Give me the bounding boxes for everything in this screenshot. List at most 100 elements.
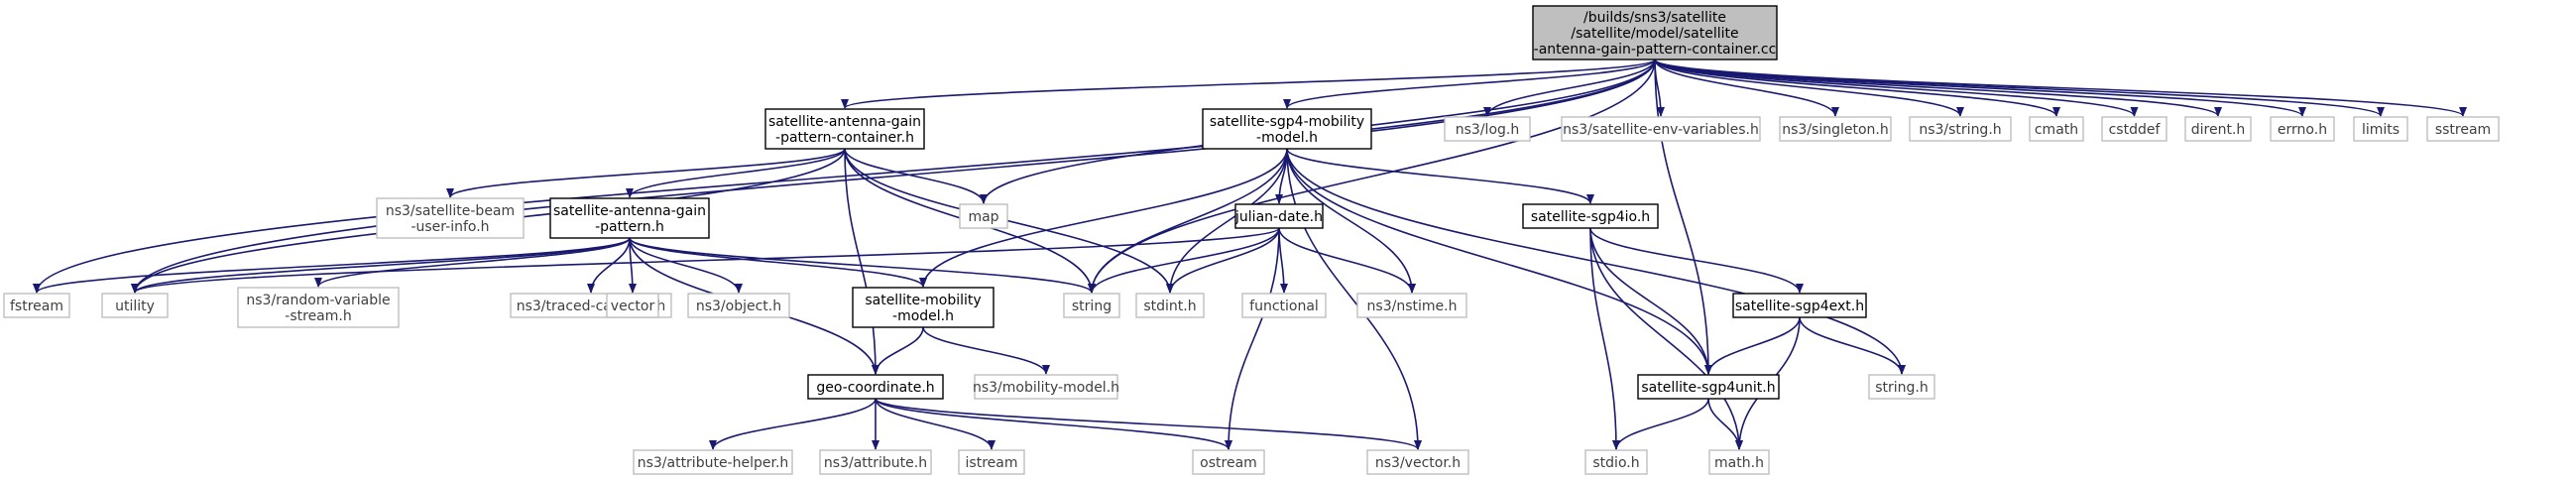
edge-root-to-log: [1483, 59, 1656, 117]
node-geo-box: [807, 374, 944, 400]
node-root-label-line: -antenna-gain-pattern-container.cc: [1534, 42, 1777, 58]
node-functional-box: [1241, 293, 1327, 318]
node-geo-label-line: geo-coordinate.h: [816, 380, 934, 396]
node-istream-label-line: istream: [966, 455, 1018, 471]
node-nstime: ns3/nstime.h: [1356, 293, 1467, 318]
edge-sgp4io-to-sgp4unit: [1589, 227, 1712, 375]
node-stdio-box: [1584, 449, 1648, 475]
node-stringh: string.h: [1868, 374, 1935, 400]
node-sgp4io[interactable]: satellite-sgp4io.h: [1522, 203, 1659, 229]
node-ostream-label-line: ostream: [1200, 455, 1257, 471]
edge-julian-to-string: [1088, 227, 1280, 294]
node-singleton-box: [1779, 116, 1892, 142]
node-ns3vector-box: [1366, 449, 1469, 475]
node-errno: errno.h: [2270, 116, 2335, 142]
edge-sgp4unit-to-stdio: [1612, 398, 1709, 450]
node-envvars-label-line: ns3/satellite-env-variables.h: [1563, 122, 1759, 138]
node-log-label-line: ns3/log.h: [1456, 122, 1519, 138]
node-sagpc-label-line: satellite-antenna-gain: [768, 114, 921, 130]
edge-sagpc-to-sagp: [626, 148, 846, 198]
edge-sagpc-to-beaminfo: [446, 148, 846, 198]
node-sgp4unit[interactable]: satellite-sgp4unit.h: [1637, 374, 1780, 400]
node-cmath: cmath: [2029, 116, 2084, 142]
node-ns3string: ns3/string.h: [1909, 116, 2012, 142]
node-satmob-box: [852, 287, 995, 328]
node-ns3vector-label-line: ns3/vector.h: [1375, 455, 1461, 471]
edge-sgp4ext-to-stringh: [1799, 316, 1906, 375]
node-vector-label-line: vector: [611, 299, 655, 314]
node-sgp4unit-label-line: satellite-sgp4unit.h: [1641, 380, 1775, 396]
node-beaminfo-box: [376, 197, 525, 239]
node-sstream-box: [2426, 116, 2500, 142]
edge-root-to-cmath: [1654, 59, 2060, 117]
file-nodes: /builds/sns3/satellite/satellite/model/s…: [3, 5, 2500, 475]
edge-geo-to-istream: [875, 398, 995, 450]
node-beaminfo-label-line: ns3/satellite-beam: [386, 203, 515, 219]
edge-root-to-errno: [1654, 59, 2306, 117]
edge-satmob-to-mobmodel: [922, 326, 1050, 375]
node-nstime-box: [1356, 293, 1467, 318]
node-limits: limits: [2353, 116, 2408, 142]
node-mobmodel: ns3/mobility-model.h: [973, 374, 1119, 400]
node-object-box: [687, 293, 790, 318]
node-root[interactable]: /builds/sns3/satellite/satellite/model/s…: [1532, 5, 1778, 60]
dependency-edges: [33, 59, 2467, 450]
node-log-box: [1444, 116, 1531, 142]
node-dirent: dirent.h: [2184, 116, 2252, 142]
node-julian[interactable]: julian-date.h: [1234, 203, 1324, 229]
edge-sgp4io-to-stdio: [1589, 227, 1620, 450]
node-map: map: [959, 203, 1008, 229]
edge-root-to-utility: [131, 59, 1656, 294]
node-sagpc[interactable]: satellite-antenna-gain-pattern-container…: [764, 108, 925, 150]
node-fstream-box: [3, 293, 70, 318]
node-sgp4unit-box: [1637, 374, 1780, 400]
node-sgp4mob-box: [1202, 108, 1372, 150]
edge-root-to-dirent: [1654, 59, 2222, 117]
edge-geo-to-ns3vector: [875, 398, 1422, 450]
node-randvar-box: [237, 287, 400, 328]
node-sgp4mob-label-line: satellite-sgp4-mobility: [1210, 114, 1364, 130]
edge-julian-to-utility: [131, 227, 1280, 294]
edge-sagp-to-utility: [131, 237, 631, 294]
node-randvar-label-line: ns3/random-variable: [246, 293, 390, 308]
node-sgp4mob-label-line: -model.h: [1256, 130, 1318, 146]
node-istream: istream: [958, 449, 1025, 475]
edge-sgp4mob-to-ns3vector: [1286, 148, 1422, 450]
node-satmob[interactable]: satellite-mobility-model.h: [852, 287, 995, 328]
node-map-box: [959, 203, 1008, 229]
node-geo[interactable]: geo-coordinate.h: [807, 374, 944, 400]
node-ostream: ostream: [1192, 449, 1265, 475]
node-mobmodel-label-line: ns3/mobility-model.h: [973, 380, 1119, 396]
node-string-box: [1063, 293, 1120, 318]
edge-sgp4mob-to-satmob: [919, 148, 1288, 288]
node-sagp-label-line: satellite-antenna-gain: [553, 203, 706, 219]
edge-sgp4mob-to-sgp4unit: [1286, 148, 1712, 375]
node-limits-label-line: limits: [2362, 122, 2400, 138]
node-sagp[interactable]: satellite-antenna-gain-pattern.h: [549, 197, 710, 239]
node-object: ns3/object.h: [687, 293, 790, 318]
edge-root-to-sstream: [1654, 59, 2467, 117]
node-dirent-box: [2184, 116, 2252, 142]
node-utility-label-line: utility: [115, 299, 155, 314]
edge-sagp-to-string: [629, 237, 1096, 294]
node-sgp4mob[interactable]: satellite-sgp4-mobility-model.h: [1202, 108, 1372, 150]
node-string-label-line: string: [1072, 299, 1112, 314]
node-singleton: ns3/singleton.h: [1779, 116, 1892, 142]
node-stdio: stdio.h: [1584, 449, 1648, 475]
node-stdint-label-line: stdint.h: [1143, 299, 1196, 314]
node-attribute: ns3/attribute.h: [819, 449, 932, 475]
node-sagp-box: [549, 197, 710, 239]
node-sgp4io-box: [1522, 203, 1659, 229]
node-singleton-label-line: ns3/singleton.h: [1782, 122, 1889, 138]
node-math-box: [1708, 449, 1770, 475]
node-math: math.h: [1708, 449, 1770, 475]
node-satmob-label-line: satellite-mobility: [865, 293, 981, 308]
node-functional: functional: [1241, 293, 1327, 318]
edge-sgp4unit-to-math: [1707, 398, 1743, 450]
node-sgp4ext[interactable]: satellite-sgp4ext.h: [1732, 293, 1867, 318]
node-sstream: sstream: [2426, 116, 2500, 142]
edge-root-to-ns3string: [1654, 59, 1964, 117]
node-cstddef: cstddef: [2101, 116, 2167, 142]
node-ns3string-box: [1909, 116, 2012, 142]
